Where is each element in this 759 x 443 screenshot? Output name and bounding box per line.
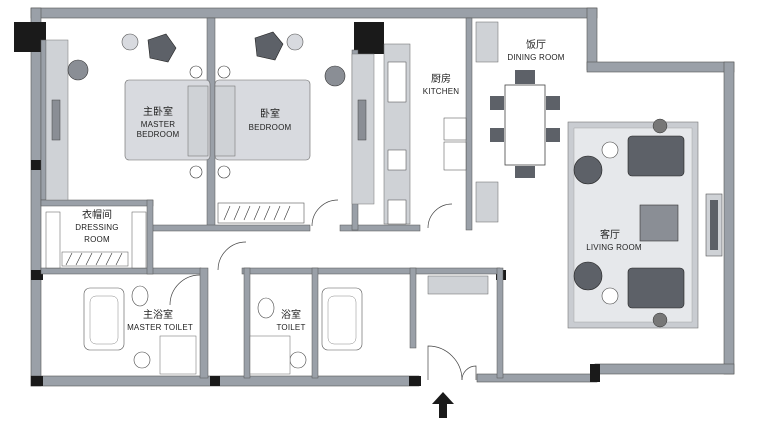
door-swings <box>169 199 453 306</box>
kitchen-en: KITCHEN <box>423 87 460 96</box>
dressing-room: 衣帽间 DRESSING ROOM <box>45 208 147 269</box>
master-toilet-zh: 主浴室 <box>143 308 173 321</box>
dressing-en1: DRESSING <box>75 223 118 232</box>
toilet-en: TOILET <box>276 323 305 332</box>
master-bedroom-zh: 主卧室 <box>143 105 173 118</box>
master-toilet-en: MASTER TOILET <box>127 323 193 332</box>
master-bedroom: 主卧室 MASTER BEDROOM <box>45 33 211 201</box>
dining-zh: 饭厅 <box>526 39 546 51</box>
living-zh: 客厅 <box>600 228 620 241</box>
bedroom-zh: 卧室 <box>260 107 280 120</box>
kitchen: 厨房 KITCHEN <box>383 43 467 225</box>
arrow-up-icon <box>432 392 454 418</box>
entrance <box>427 275 489 381</box>
living-en: LIVING ROOM <box>586 243 642 252</box>
dressing-en2: ROOM <box>84 235 110 244</box>
living-room: 客厅 LIVING ROOM <box>567 118 723 329</box>
master-bedroom-en2: BEDROOM <box>137 130 180 139</box>
toilet: 浴室 TOILET <box>249 287 363 375</box>
dining-room: 饭厅 DINING ROOM <box>475 21 565 223</box>
dining-en: DINING ROOM <box>507 53 564 62</box>
bedroom: 卧室 BEDROOM <box>214 31 375 224</box>
dressing-zh: 衣帽间 <box>82 208 112 221</box>
kitchen-zh: 厨房 <box>431 72 451 85</box>
master-bedroom-en1: MASTER <box>141 120 176 129</box>
master-toilet: 主浴室 MASTER TOILET <box>83 285 197 375</box>
bedroom-en: BEDROOM <box>249 123 292 132</box>
toilet-zh: 浴室 <box>281 308 301 321</box>
